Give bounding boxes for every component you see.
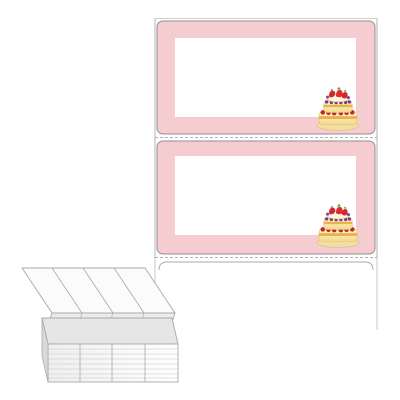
fanfold-stack [21,267,179,383]
label-1 [156,20,376,135]
next-label-outline [158,261,374,271]
label-2 [156,140,376,255]
label-strip [154,18,378,330]
